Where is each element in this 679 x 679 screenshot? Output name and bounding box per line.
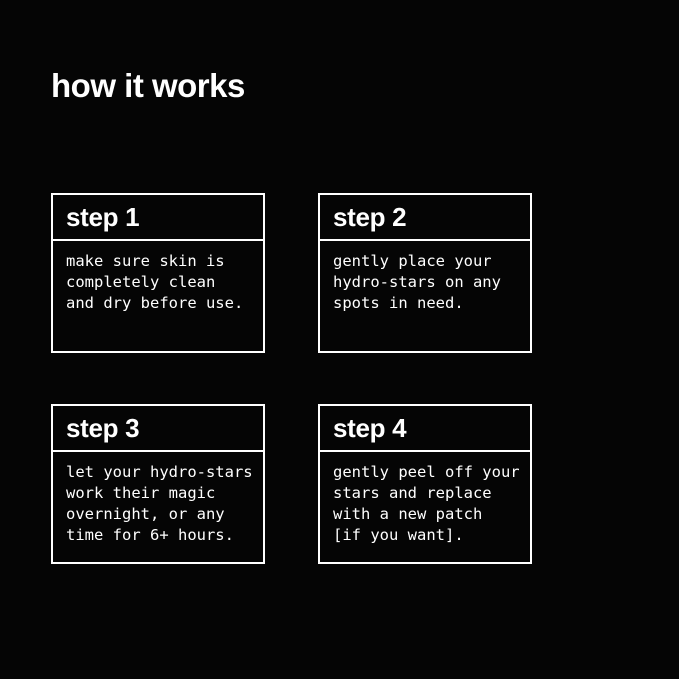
step-card-4: step 4 gently peel off your stars and re…	[318, 404, 532, 564]
step-body-line: make sure skin is	[66, 252, 225, 270]
step-card-2: step 2 gently place your hydro-stars on …	[318, 193, 532, 353]
step-title: step 3	[66, 413, 140, 443]
step-body-line: stars and replace	[333, 484, 492, 502]
page-title: how it works	[51, 67, 245, 104]
step-body-line: and dry before use.	[66, 294, 244, 312]
step-card-1: step 1 make sure skin is completely clea…	[51, 193, 265, 353]
step-body-line: time for 6+ hours.	[66, 526, 234, 544]
step-body-line: gently peel off your	[333, 463, 520, 481]
step-card-4-header: step 4	[320, 406, 530, 452]
step-body-line: hydro-stars on any	[333, 273, 501, 291]
step-card-3: step 3 let your hydro-stars work their m…	[51, 404, 265, 564]
step-body-line: with a new patch	[333, 505, 483, 523]
step-body-line: gently place your	[333, 252, 492, 270]
step-card-1-header: step 1	[53, 195, 263, 241]
step-title: step 2	[333, 202, 407, 232]
step-card-3-header: step 3	[53, 406, 263, 452]
step-card-2-header: step 2	[320, 195, 530, 241]
step-body-line: [if you want].	[333, 526, 464, 544]
step-card-1-body: make sure skin is completely clean and d…	[53, 241, 263, 314]
step-card-2-body: gently place your hydro-stars on any spo…	[320, 241, 530, 314]
step-card-3-body: let your hydro-stars work their magic ov…	[53, 452, 263, 546]
step-body-line: completely clean	[66, 273, 216, 291]
step-title: step 4	[333, 413, 407, 443]
step-title: step 1	[66, 202, 140, 232]
step-body-line: work their magic	[66, 484, 216, 502]
step-card-4-body: gently peel off your stars and replace w…	[320, 452, 530, 546]
step-body-line: let your hydro-stars	[66, 463, 253, 481]
step-body-line: spots in need.	[333, 294, 464, 312]
step-body-line: overnight, or any	[66, 505, 225, 523]
